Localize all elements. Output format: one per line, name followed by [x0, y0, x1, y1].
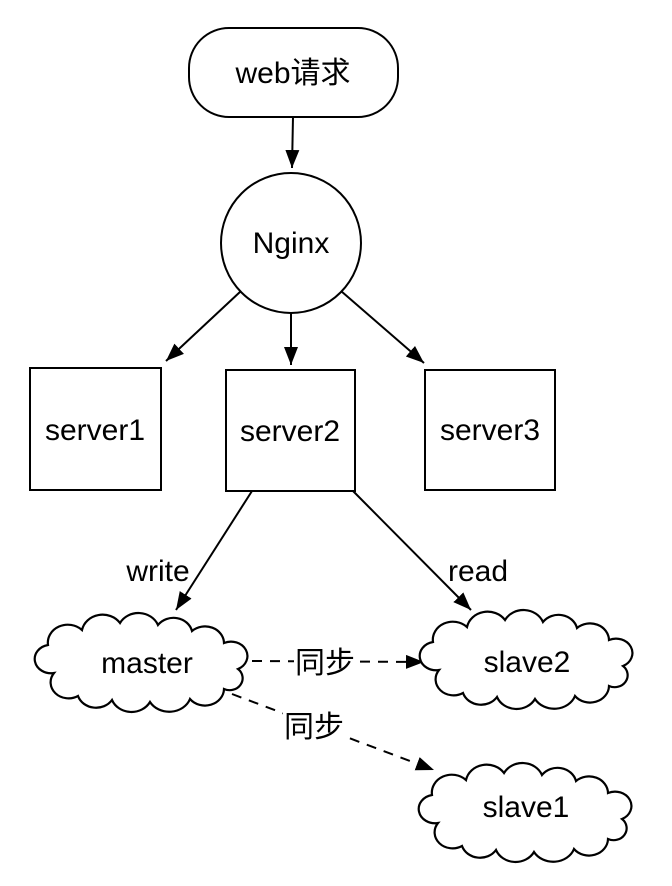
edge-server2-to-slave2-read — [352, 490, 472, 611]
node-web-request: web请求 — [188, 27, 399, 118]
edge-label-sync-to-slave1: 同步 — [283, 708, 345, 744]
node-web-request-label: web请求 — [234, 57, 350, 90]
edge-label-read: read — [448, 555, 508, 588]
node-server1-shape — [29, 367, 162, 491]
node-server2-shape — [225, 369, 356, 492]
node-nginx-shape — [220, 172, 362, 314]
edge-webrequest-to-nginx — [285, 116, 300, 169]
node-server2: server2 — [225, 369, 356, 492]
edge-label-sync-to-slave2: 同步 — [294, 646, 356, 680]
node-server1-label: server1 — [45, 414, 145, 447]
node-slave1: slave1 — [417, 761, 633, 864]
edge-nginx-to-server3 — [340, 290, 425, 364]
node-nginx-label: Nginx — [253, 227, 330, 260]
node-web-request-shape — [188, 27, 399, 118]
node-slave2: slave2 — [418, 608, 634, 711]
node-master: master — [33, 611, 249, 714]
node-slave2-shape — [418, 608, 634, 711]
node-server3-label: server3 — [440, 414, 540, 447]
node-server3-shape — [424, 369, 556, 491]
edge-label-sync-to-slave2-bg — [294, 646, 356, 680]
node-master-shape — [33, 611, 249, 714]
node-master-label: master — [101, 647, 193, 680]
node-slave1-shape — [417, 761, 633, 864]
edge-label-sync-to-slave1-text: 同步 — [284, 711, 344, 744]
edge-label-sync-to-slave2-text: 同步 — [295, 647, 355, 680]
edge-server2-to-master-write — [175, 490, 253, 611]
edge-label-write: write — [125, 555, 189, 588]
node-slave2-label: slave2 — [484, 646, 571, 679]
node-slave1-label: slave1 — [483, 791, 570, 824]
edge-label-sync-to-slave1-bg — [283, 708, 345, 744]
node-server2-label: server2 — [240, 415, 340, 448]
node-server1: server1 — [29, 367, 162, 491]
edge-nginx-to-server1 — [165, 290, 242, 362]
node-server3: server3 — [424, 369, 556, 491]
node-nginx: Nginx — [220, 172, 362, 314]
